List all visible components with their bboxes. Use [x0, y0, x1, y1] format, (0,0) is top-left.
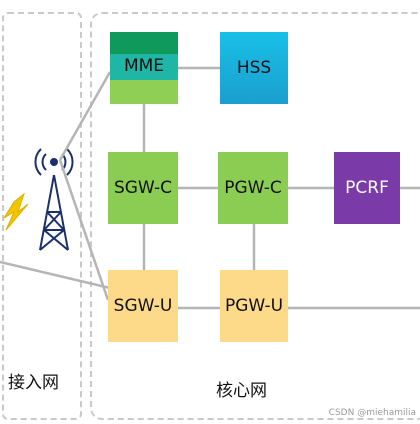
watermark: CSDN @miehamilia [328, 408, 416, 418]
access-network-region [2, 12, 82, 420]
hss-node: HSS [220, 32, 288, 104]
pgw-u-node: PGW-U [220, 270, 288, 342]
cell-tower-icon [34, 148, 74, 251]
sgw-c-node: SGW-C [108, 152, 178, 224]
pgw-c-label: PGW-C [224, 178, 282, 198]
pcrf-label: PCRF [345, 178, 389, 198]
mme-node: MME [110, 32, 178, 104]
link-tower-sgwu [58, 159, 110, 301]
link-access-left [0, 260, 111, 290]
core-network-region [90, 12, 420, 420]
sgw-u-node: SGW-U [108, 270, 178, 342]
sgw-u-label: SGW-U [113, 296, 173, 316]
access-network-label: 接入网 [8, 373, 59, 393]
sgw-c-label: SGW-C [113, 178, 173, 198]
link-tower-mme [58, 71, 112, 161]
hss-label: HSS [236, 58, 272, 78]
mme-label: MME [123, 56, 165, 76]
pgw-u-label: PGW-U [224, 296, 284, 316]
pcrf-node: PCRF [334, 152, 400, 224]
pgw-c-node: PGW-C [218, 152, 288, 224]
core-network-label: 核心网 [216, 381, 267, 401]
lightning-icon [3, 192, 29, 231]
